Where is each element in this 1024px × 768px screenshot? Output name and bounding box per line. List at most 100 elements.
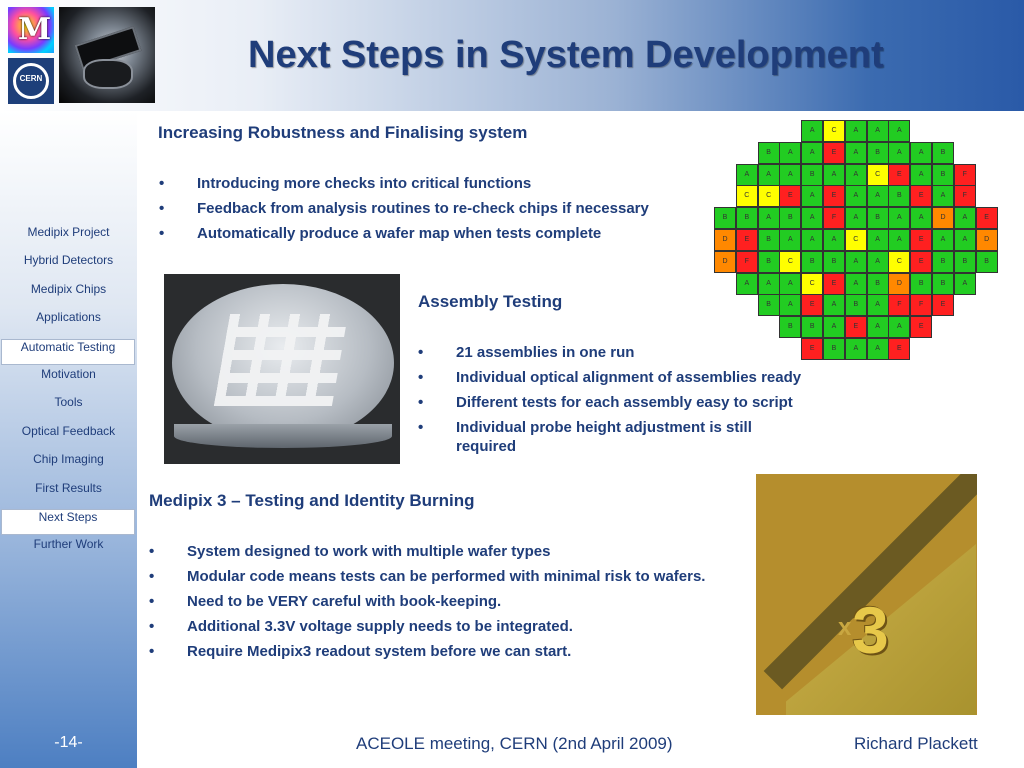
sidebar-item-motivation[interactable]: Motivation — [41, 367, 96, 381]
wafer-cell: F — [735, 250, 758, 273]
wafer-cell: D — [932, 207, 954, 230]
list-item: Individual probe height adjustment is st… — [418, 418, 816, 456]
wafer-cell: B — [757, 229, 780, 251]
plate-grid — [213, 314, 349, 406]
wafer-cell: A — [823, 229, 845, 251]
wafer-cell: E — [823, 272, 845, 295]
wafer-cell: E — [888, 338, 911, 360]
wafer-cell: A — [932, 185, 954, 208]
sidebar-item-next-steps[interactable]: Next Steps — [1, 509, 135, 535]
wafer-cell: B — [888, 185, 911, 208]
wafer-cell: A — [866, 185, 889, 208]
section-robustness-heading: Increasing Robustness and Finalising sys… — [158, 123, 528, 142]
wafer-cell: A — [888, 229, 911, 251]
wafer-cell: A — [801, 185, 824, 208]
plate-rim — [174, 424, 392, 448]
sidebar-item-hybrid-detectors[interactable]: Hybrid Detectors — [23, 253, 114, 268]
wafer-cell: B — [757, 294, 780, 317]
sidebar-item-further-work[interactable]: Further Work — [33, 537, 104, 552]
wafer-cell: E — [932, 294, 954, 317]
wafer-cell: A — [757, 207, 780, 230]
cern-logo: CERN — [8, 58, 54, 104]
wafer-cell: A — [866, 120, 889, 142]
sidebar-item-chip-imaging[interactable]: Chip Imaging — [33, 452, 104, 467]
wafer-cell: B — [779, 316, 802, 339]
sidebar-item-tools[interactable]: Tools — [54, 395, 83, 410]
wafer-cell: A — [866, 229, 889, 251]
sidebar-item-automatic-testing[interactable]: Automatic Testing — [1, 338, 135, 365]
wafer-cell: A — [757, 272, 780, 295]
wafer-cell: A — [910, 141, 933, 164]
sidebar-item-medipix-project[interactable]: Medipix Project — [27, 225, 110, 239]
sidebar-nav — [0, 111, 137, 768]
wafer-cell: C — [823, 120, 845, 142]
wafer-cell: C — [779, 250, 802, 273]
wafer-cell: B — [932, 250, 954, 273]
list-item: Feedback from analysis routines to re-ch… — [159, 199, 717, 218]
wafer-cell: E — [735, 229, 758, 251]
wafer-cell: B — [757, 141, 780, 164]
footer-meeting: ACEOLE meeting, CERN (2nd April 2009) — [356, 734, 673, 753]
wafer-cell: D — [888, 272, 911, 295]
wafer-cell: F — [953, 163, 976, 186]
list-item: Different tests for each assembly easy t… — [418, 393, 866, 412]
sidebar-item-optical-feedback[interactable]: Optical Feedback — [21, 423, 116, 438]
wafer-cell: A — [844, 185, 867, 208]
medipix-logo-letter: M — [18, 12, 52, 47]
list-item: Require Medipix3 readout system before w… — [149, 642, 747, 661]
wafer-cell: D — [975, 229, 998, 251]
wafer-cell: B — [910, 272, 933, 295]
page-number: -14- — [54, 734, 83, 751]
wafer-cell: A — [779, 229, 802, 251]
wafer-cell: B — [779, 207, 802, 230]
wafer-cell: E — [844, 316, 867, 339]
assembly-plate-photo — [164, 274, 400, 464]
wafer-cell: A — [866, 250, 889, 273]
slide-header: M CERN Next Steps in System Development — [0, 0, 1024, 111]
wafer-cell: E — [910, 229, 933, 251]
wafer-cell: A — [888, 120, 911, 142]
wafer-cell: E — [888, 163, 911, 186]
wafer-cell: E — [779, 185, 802, 208]
wafer-cell: A — [779, 294, 802, 317]
wafer-cell: E — [823, 185, 845, 208]
wafer-cell: A — [866, 294, 889, 317]
wafer-cell: B — [866, 141, 889, 164]
wafer-cell: A — [801, 229, 824, 251]
sidebar-item-first-results[interactable]: First Results — [35, 480, 102, 495]
wafer-cell: A — [801, 141, 824, 164]
wafer-cell: C — [801, 272, 824, 295]
wafer-cell: B — [844, 294, 867, 317]
wafer-cell: C — [757, 185, 780, 208]
wafer-cell: A — [779, 141, 802, 164]
detector-photo-base — [83, 59, 133, 89]
wafer-cell: B — [801, 316, 824, 339]
wafer-cell: A — [932, 229, 954, 251]
wafer-cell: A — [953, 229, 976, 251]
wafer-cell: C — [888, 250, 911, 273]
wafer-cell: A — [823, 163, 845, 186]
wafer-cell: E — [910, 185, 933, 208]
list-item: System designed to work with multiple wa… — [149, 542, 747, 561]
wafer-cell: A — [735, 163, 758, 186]
wafer-cell: B — [932, 141, 954, 164]
medipix3-chip-photo: x 3 — [756, 474, 977, 715]
section-assembly-heading: Assembly Testing — [418, 292, 563, 311]
wafer-cell: E — [910, 316, 933, 339]
wafer-cell: A — [757, 163, 780, 186]
wafer-cell: E — [910, 250, 933, 273]
wafer-cell: F — [910, 294, 933, 317]
section-assembly-list: 21 assemblies in one run Individual opti… — [418, 343, 866, 462]
wafer-cell: B — [953, 250, 976, 273]
wafer-cell: B — [735, 207, 758, 230]
list-item: 21 assemblies in one run — [418, 343, 866, 362]
wafer-cell: B — [757, 250, 780, 273]
sidebar-item-applications[interactable]: Applications — [36, 310, 101, 325]
sidebar-item-medipix-chips[interactable]: Medipix Chips — [30, 281, 107, 296]
wafer-cell: A — [779, 163, 802, 186]
list-item: Additional 3.3V voltage supply needs to … — [149, 617, 747, 636]
wafer-cell: C — [735, 185, 758, 208]
wafer-cell: A — [866, 316, 889, 339]
wafer-cell: A — [866, 338, 889, 360]
wafer-cell: F — [953, 185, 976, 208]
